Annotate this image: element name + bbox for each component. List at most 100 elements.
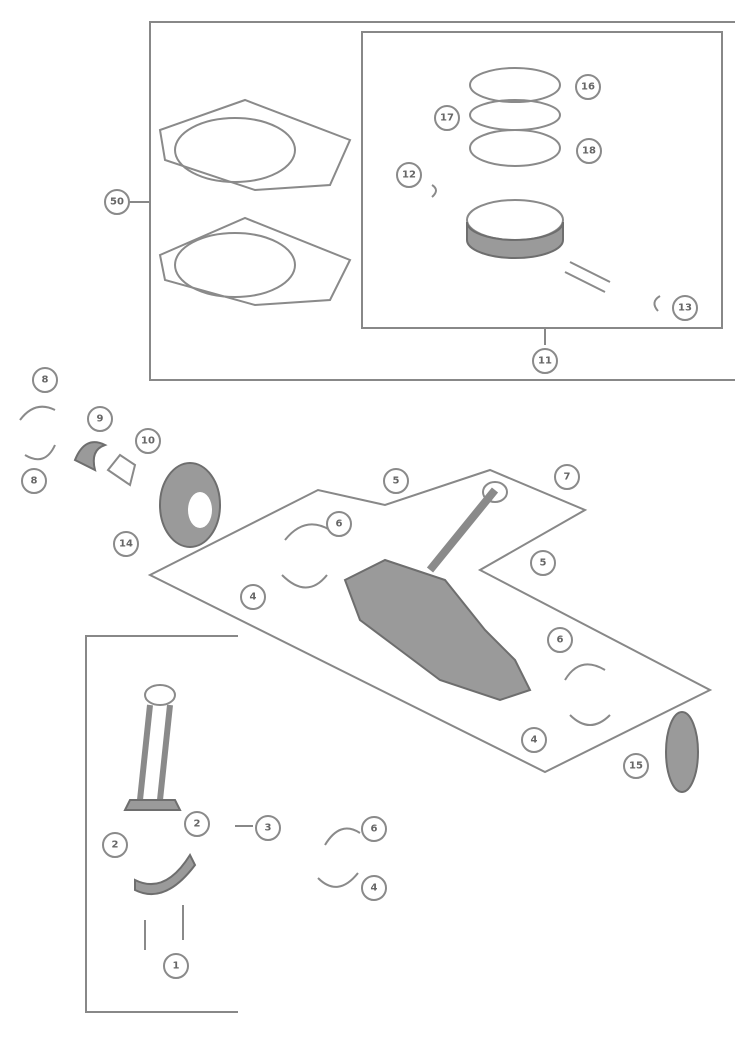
crankshaft — [343, 481, 532, 702]
callout-number: 4 — [250, 592, 257, 603]
callout-circle — [396, 162, 422, 188]
callout-number: 14 — [119, 539, 133, 550]
callout-circle — [547, 627, 573, 653]
callout-12: 12 — [396, 162, 422, 188]
callout-number: 5 — [393, 476, 400, 487]
connecting-rod — [123, 684, 182, 811]
callout-number: 2 — [112, 840, 119, 851]
callout-circle — [554, 464, 580, 490]
callout-9: 9 — [87, 406, 113, 432]
callout-circle — [135, 428, 161, 454]
frame-crankshaft-group — [147, 468, 713, 774]
callout-number: 7 — [564, 472, 571, 483]
callout-circle — [240, 584, 266, 610]
callout-4: 4 — [240, 584, 266, 610]
callout-8: 8 — [32, 367, 58, 393]
callout-number: 6 — [371, 824, 378, 835]
callout-number: 8 — [31, 476, 38, 487]
main-bearing-shell — [281, 574, 328, 589]
callout-number: 6 — [336, 519, 343, 530]
callout-16: 16 — [575, 74, 601, 100]
conrod-bearing-shell — [317, 872, 359, 888]
bearing-shell — [24, 444, 56, 461]
conrod-bolt — [144, 905, 184, 950]
callout-circle — [326, 511, 352, 537]
callout-15: 15 — [623, 753, 649, 779]
callout-number: 50 — [110, 197, 124, 208]
callout-6: 6 — [361, 816, 387, 842]
callout-circle — [255, 815, 281, 841]
shim — [106, 453, 137, 487]
callout-4: 4 — [361, 875, 387, 901]
callout-1: 1 — [163, 953, 189, 979]
frame-conrod-group — [85, 635, 238, 1013]
cylinder-base-gasket — [158, 216, 352, 307]
callout-circle — [87, 406, 113, 432]
piston-ring-top — [469, 67, 561, 103]
primary-gear — [159, 462, 221, 548]
callout-number: 10 — [141, 436, 155, 447]
callout-number: 5 — [540, 558, 547, 569]
callout-5: 5 — [530, 550, 556, 576]
callout-2: 2 — [184, 811, 210, 837]
callout-number: 3 — [265, 823, 272, 834]
callout-circle — [361, 816, 387, 842]
callout-circle — [434, 105, 460, 131]
callout-number: 13 — [678, 303, 692, 314]
frame-gasket-group — [149, 21, 735, 381]
callout-circle — [521, 727, 547, 753]
callout-number: 8 — [42, 375, 49, 386]
callout-number: 9 — [97, 414, 104, 425]
callout-circle — [32, 367, 58, 393]
callout-number: 6 — [557, 635, 564, 646]
callout-6: 6 — [326, 511, 352, 537]
callout-17: 17 — [434, 105, 460, 131]
callout-number: 12 — [402, 170, 416, 181]
callout-7: 7 — [554, 464, 580, 490]
callout-2: 2 — [102, 832, 128, 858]
bearing-shell — [19, 405, 56, 421]
frame-piston-group — [361, 31, 723, 329]
piston-ring-middle — [469, 99, 561, 131]
callout-circle — [361, 875, 387, 901]
callout-50: 50 — [104, 189, 130, 215]
callout-circle — [163, 953, 189, 979]
callout-circle — [575, 74, 601, 100]
callout-18: 18 — [576, 138, 602, 164]
piston — [466, 199, 564, 259]
conrod-cap — [134, 852, 197, 895]
callout-5: 5 — [383, 468, 409, 494]
callout-circle — [184, 811, 210, 837]
callout-3: 3 — [255, 815, 281, 841]
callout-circle — [383, 468, 409, 494]
callout-group: 50 16 17 12 18 13 11 8 8 9 10 14 5 7 6 4 5 6 4 15 2 2 3 6 4 1 — [21, 74, 698, 979]
callout-circle — [576, 138, 602, 164]
callout-number: 4 — [531, 735, 538, 746]
callout-circle — [21, 468, 47, 494]
circlip — [653, 295, 661, 312]
callout-number: 15 — [629, 761, 643, 772]
main-bearing-shell — [284, 523, 331, 541]
callout-circle — [672, 295, 698, 321]
main-bearing-shell — [564, 663, 606, 681]
callout-circle — [113, 531, 139, 557]
callout-10: 10 — [135, 428, 161, 454]
callout-11: 11 — [532, 348, 558, 374]
callout-14: 14 — [113, 531, 139, 557]
cylinder-head-gasket — [158, 98, 352, 192]
callout-number: 17 — [440, 113, 454, 124]
circlip — [431, 184, 437, 198]
main-bearing-shell — [569, 714, 611, 726]
thrust-washer — [73, 441, 108, 472]
conrod-bearing-shell — [324, 827, 361, 846]
callout-circle — [532, 348, 558, 374]
callout-circle — [102, 832, 128, 858]
oil-control-ring — [469, 129, 561, 167]
callout-number: 4 — [371, 883, 378, 894]
callout-number: 18 — [582, 146, 596, 157]
callout-number: 1 — [173, 961, 180, 972]
callout-6: 6 — [547, 627, 573, 653]
piston-pin — [564, 261, 611, 293]
